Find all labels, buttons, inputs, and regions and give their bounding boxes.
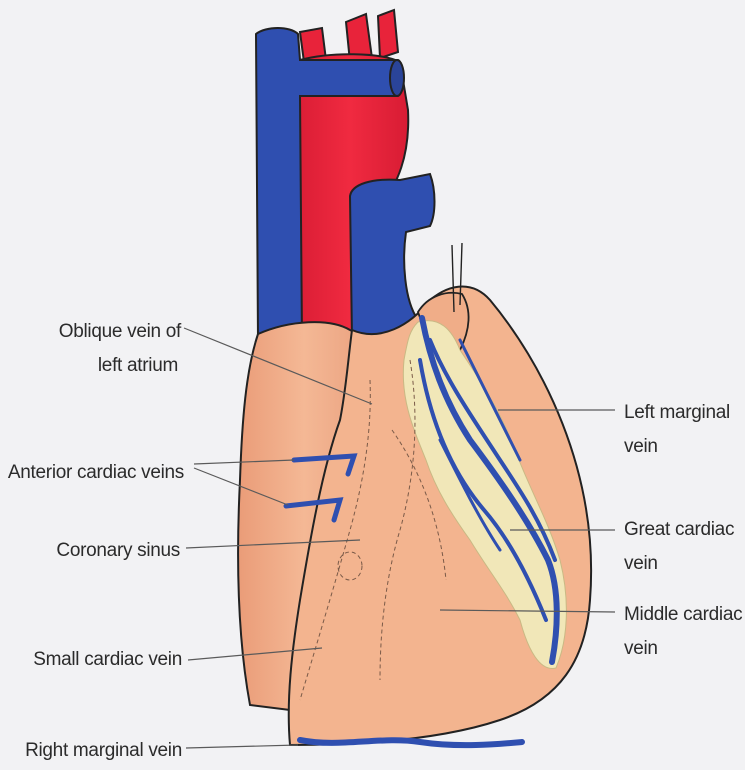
label-left-marginal-line2: vein bbox=[624, 436, 658, 457]
label-oblique-vein-line1: Oblique vein of bbox=[59, 321, 182, 342]
label-oblique-vein-line2: left atrium bbox=[98, 355, 178, 376]
label-right-marginal-vein: Right marginal vein bbox=[25, 740, 182, 761]
label-great-cardiac-line2: vein bbox=[624, 553, 658, 574]
label-great-cardiac-line1: Great cardiac bbox=[624, 519, 734, 540]
label-middle-cardiac-line1: Middle cardiac bbox=[624, 604, 742, 625]
label-small-cardiac-vein: Small cardiac vein bbox=[33, 649, 182, 670]
label-left-marginal-line1: Left marginal bbox=[624, 402, 730, 423]
label-middle-cardiac-line2: vein bbox=[624, 638, 658, 659]
vein-opening bbox=[390, 60, 404, 96]
label-coronary-sinus: Coronary sinus bbox=[56, 540, 180, 561]
label-anterior-cardiac-veins: Anterior cardiac veins bbox=[8, 462, 184, 483]
